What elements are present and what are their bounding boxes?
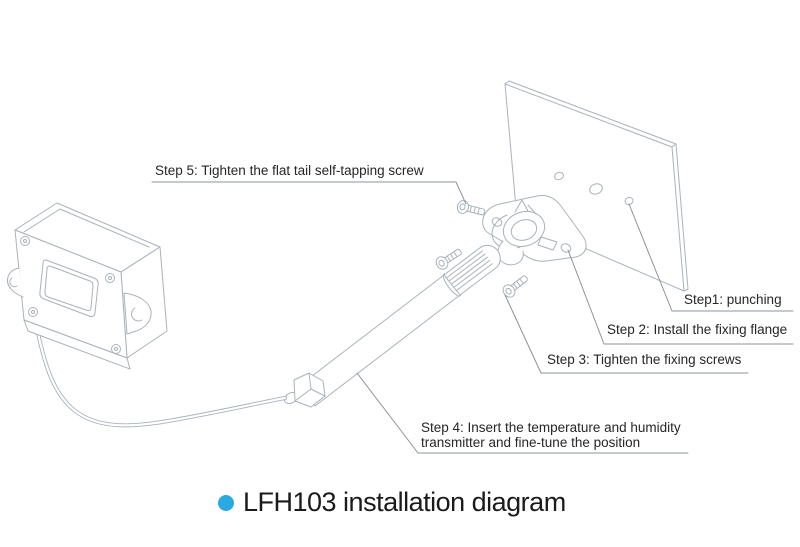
- mounting-panel: [504, 80, 689, 292]
- step5-label: Step 5: Tighten the flat tail self-tappi…: [155, 163, 424, 178]
- mounting-ear-left: [7, 267, 24, 298]
- leader-step1: [628, 203, 794, 312]
- transmitter-box: [7, 202, 168, 370]
- leader-step4: [356, 372, 689, 454]
- step3-label: Step 3: Tighten the fixing screws: [547, 352, 742, 367]
- mounting-ear-right: [123, 292, 152, 335]
- probe-tube: [283, 244, 501, 408]
- leader-lines: [151, 181, 794, 454]
- panel-hole-center: [589, 183, 603, 195]
- hex-nut: [283, 372, 326, 408]
- step2-label: Step 2: Install the fixing flange: [607, 322, 788, 337]
- diagram-title-text: LFH103 installation diagram: [243, 487, 566, 517]
- flange-clamp-collar: [491, 199, 558, 266]
- cable: [34, 322, 287, 428]
- leader-step2: [567, 249, 794, 345]
- fixing-screw-upper: [435, 248, 462, 270]
- flange-hole-right: [560, 243, 572, 253]
- step4-label-line1: Step 4: Insert the temperature and humid…: [421, 420, 681, 435]
- display-window: [39, 259, 99, 318]
- self-tapping-screw: [456, 200, 486, 216]
- sensor-cap: [443, 244, 501, 296]
- bullet-icon: [218, 494, 234, 511]
- flange-hole-left: [491, 217, 503, 227]
- leader-step3: [504, 294, 749, 374]
- step4-label-line2: transmitter and fine-tune the position: [421, 434, 641, 450]
- fixing-screw-lower: [502, 275, 528, 298]
- panel-hole-left: [554, 171, 564, 181]
- diagram-title: LFH103 installation diagram: [218, 487, 566, 518]
- panel-hole-right: [624, 196, 634, 206]
- step1-label: Step1: punching: [684, 292, 782, 307]
- fixing-flange: [482, 195, 587, 266]
- leader-step5: [151, 181, 467, 205]
- corner-screws: [20, 236, 121, 354]
- step4-label: Step 4: Insert the temperature and humid…: [421, 420, 681, 450]
